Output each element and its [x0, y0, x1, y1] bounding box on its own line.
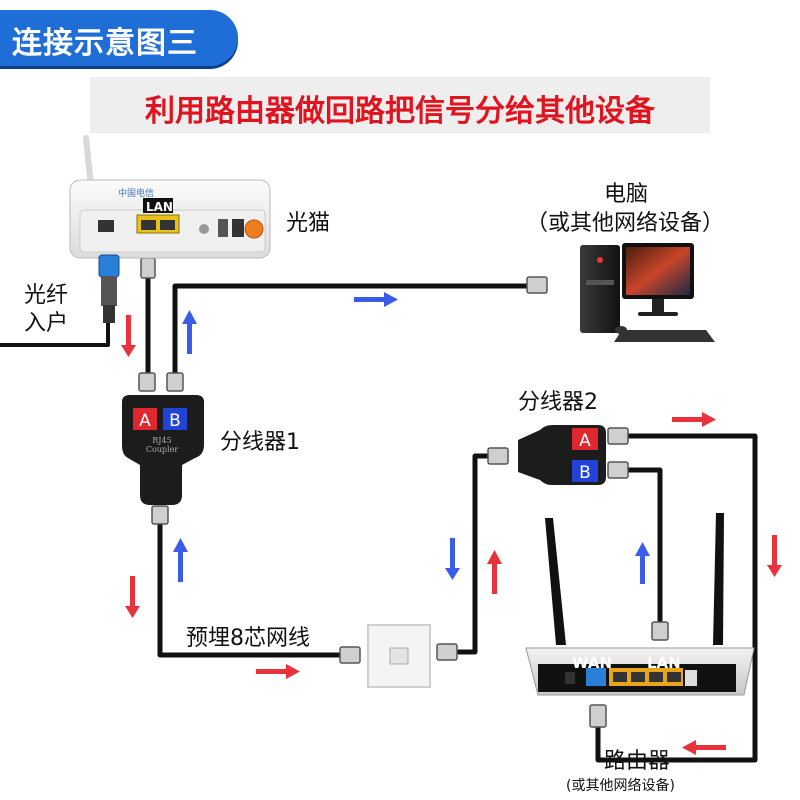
- arrow-red-down-3: [767, 535, 782, 577]
- plug-router-bottom: [589, 704, 607, 728]
- pc-sub-label: （或其他网络设备）: [526, 211, 725, 236]
- page-title: 连接示意图三: [12, 26, 198, 61]
- arrow-red-up-1: [487, 550, 502, 594]
- cables: [0, 276, 758, 763]
- pc-illustration: [580, 243, 715, 342]
- splitter1-port-a: A: [139, 411, 151, 431]
- splitter1-port-b: B: [169, 411, 181, 431]
- plug-splitter1-b: [166, 372, 184, 392]
- title-badge: 连接示意图三: [0, 10, 238, 66]
- fiber-label-line1: 光纤: [24, 283, 69, 308]
- router-antenna-left: [545, 518, 566, 645]
- router: [525, 513, 755, 696]
- splitter2-port-b: B: [579, 463, 591, 483]
- splitter2-label: 分线器2: [518, 390, 598, 415]
- cable-splitter1-wall: [157, 522, 345, 658]
- fiber-cable: [0, 320, 110, 347]
- cable-label: 预埋8芯网线: [186, 626, 310, 651]
- arrow-blue-up-3: [635, 542, 650, 584]
- flow-arrows: [121, 292, 782, 755]
- router-lan-ports: [609, 668, 683, 686]
- router-wan-label: WAN: [572, 654, 612, 672]
- plug-splitter1-bottom: [151, 505, 169, 525]
- plug-modem-lan: [140, 257, 156, 279]
- cable-splitter2-a-router: [595, 433, 758, 763]
- router-label: 路由器: [604, 749, 671, 774]
- plug-router-lan: [651, 621, 669, 641]
- arrow-blue-up-1: [182, 310, 197, 354]
- fiber-connector: [98, 254, 120, 323]
- modem-port-phone: [98, 220, 114, 232]
- svg-text:中国电信: 中国电信: [118, 187, 154, 199]
- splitter2-port-b-bg: [572, 460, 598, 482]
- wall-plate: [367, 624, 431, 688]
- plug-wall-right: [436, 643, 458, 661]
- arrow-red-down-2: [125, 576, 140, 618]
- arrow-red-right-2: [672, 412, 716, 427]
- subtitle-bar: 利用路由器做回路把信号分给其他设备: [90, 77, 710, 133]
- pc-mouse: [615, 326, 627, 334]
- splitter-1: [122, 395, 204, 505]
- arrow-blue-right-1: [354, 292, 398, 307]
- router-antenna-right: [713, 513, 724, 645]
- splitter1-label: 分线器1: [220, 430, 300, 455]
- arrow-blue-up-2: [173, 538, 188, 582]
- plug-splitter2-a: [607, 427, 629, 445]
- splitter-2: [518, 425, 606, 485]
- router-lan-label: LAN: [647, 654, 681, 672]
- router-wan-port: [586, 668, 606, 686]
- arrow-blue-down-1: [445, 538, 460, 580]
- splitter1-rj45: RJ45: [152, 436, 171, 445]
- fiber-label-line2: 入户: [24, 311, 69, 336]
- arrow-red-down-1: [121, 315, 136, 357]
- plug-splitter2-b: [607, 461, 629, 479]
- cable-splitter2-b-router: [620, 467, 663, 630]
- cable-splitter1-b-pc: [172, 283, 530, 385]
- plug-splitter1-a: [138, 372, 156, 392]
- splitter1-coupler: Coupler: [146, 445, 179, 454]
- router-sub-label: (或其他网络设备): [566, 778, 675, 794]
- arrow-red-right-1: [256, 664, 300, 679]
- arrow-red-left-1: [682, 740, 726, 755]
- subtitle: 利用路由器做回路把信号分给其他设备: [145, 94, 655, 129]
- cable-wall-splitter2: [452, 453, 498, 655]
- plug-pc: [526, 276, 548, 294]
- plug-wall-left: [339, 646, 361, 664]
- plug-splitter2-in: [487, 447, 509, 465]
- splitter2-port-a-bg: [572, 428, 598, 450]
- pc-tower: [580, 245, 620, 333]
- splitter1-port-b-bg: [163, 408, 187, 430]
- rj45-plugs: [138, 257, 669, 728]
- modem-lan-label: LAN: [146, 200, 173, 214]
- modem-label: 光猫: [286, 211, 331, 236]
- splitter2-port-a: A: [579, 431, 591, 451]
- pc-label: 电脑: [604, 182, 649, 207]
- splitter1-port-a-bg: [133, 408, 157, 430]
- optical-modem: 中国电信: [69, 135, 271, 259]
- pc-keyboard: [614, 330, 715, 342]
